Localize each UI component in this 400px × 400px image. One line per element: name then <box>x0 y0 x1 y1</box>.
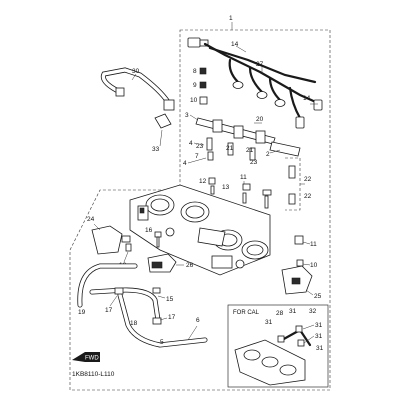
callout-12: 12 <box>199 178 207 185</box>
secondary-tps <box>281 265 313 295</box>
callout-10c: 10 <box>310 262 318 269</box>
wire-harness <box>187 37 323 129</box>
injector-set-a <box>206 137 256 161</box>
callout-31d: 31 <box>315 333 323 340</box>
svg-text:FWD: FWD <box>85 356 99 362</box>
assembly-boundary <box>69 29 331 391</box>
callout-16: 16 <box>145 227 153 234</box>
callout-13: 13 <box>222 184 230 191</box>
callout-20: 20 <box>256 116 264 123</box>
callout-18: 18 <box>130 320 138 327</box>
callout-9: 9 <box>193 82 197 89</box>
for-cal-inset <box>227 304 329 388</box>
breather-hoses <box>77 263 208 348</box>
page-code: 1KB8110-L110 <box>72 371 115 378</box>
callout-17b: 17 <box>168 314 176 321</box>
callout-1: 1 <box>229 15 233 22</box>
callout-4b: 4 <box>183 160 187 167</box>
callout-26: 26 <box>186 262 194 269</box>
callout-31: 31 <box>289 308 297 315</box>
callout-8: 8 <box>193 68 197 75</box>
callout-31b: 31 <box>265 319 273 326</box>
callout-23b: 23 <box>250 159 258 166</box>
callout-11b: 11 <box>310 241 317 248</box>
throttle-body <box>129 184 271 276</box>
callout-30: 30 <box>132 68 140 75</box>
vacuum-hose <box>100 67 175 129</box>
callout-31e: 31 <box>316 345 324 352</box>
callout-14: 14 <box>231 41 239 48</box>
callout-2: 2 <box>266 151 270 158</box>
callout-14b: 14 <box>303 95 311 102</box>
callout-22b: 22 <box>304 193 312 200</box>
callout-17: 17 <box>105 307 113 314</box>
inset-throttle-body <box>234 325 312 386</box>
intake-sensor <box>147 253 177 273</box>
tps-sensor <box>91 225 132 255</box>
callout-10: 10 <box>190 97 198 104</box>
for-cal-label: FOR CAL <box>233 310 260 316</box>
bolt-parts <box>208 177 272 209</box>
callout-27: 27 <box>256 61 264 68</box>
fuel-rail <box>195 117 301 157</box>
callout-7: 7 <box>195 153 199 160</box>
callout-5: 5 <box>160 339 164 346</box>
callout-4: 4 <box>189 140 193 147</box>
callout-25: 25 <box>314 293 322 300</box>
callout-19: 19 <box>78 309 86 316</box>
callout-22: 22 <box>304 176 312 183</box>
callout-11: 11 <box>240 174 247 181</box>
callout-33: 33 <box>152 146 160 153</box>
callout-6: 6 <box>196 317 200 324</box>
fwd-arrow-icon: FWD <box>72 352 100 362</box>
callout-31c: 31 <box>315 322 323 329</box>
callout-21: 21 <box>226 145 234 152</box>
callout-21b: 21 <box>246 147 254 154</box>
callout-28: 28 <box>276 310 284 317</box>
callout-32: 32 <box>309 308 317 315</box>
callout-24: 24 <box>87 216 95 223</box>
callout-15: 15 <box>166 296 174 303</box>
clip-parts <box>199 67 208 105</box>
callout-3: 3 <box>185 112 189 119</box>
callout-23: 23 <box>196 143 204 150</box>
